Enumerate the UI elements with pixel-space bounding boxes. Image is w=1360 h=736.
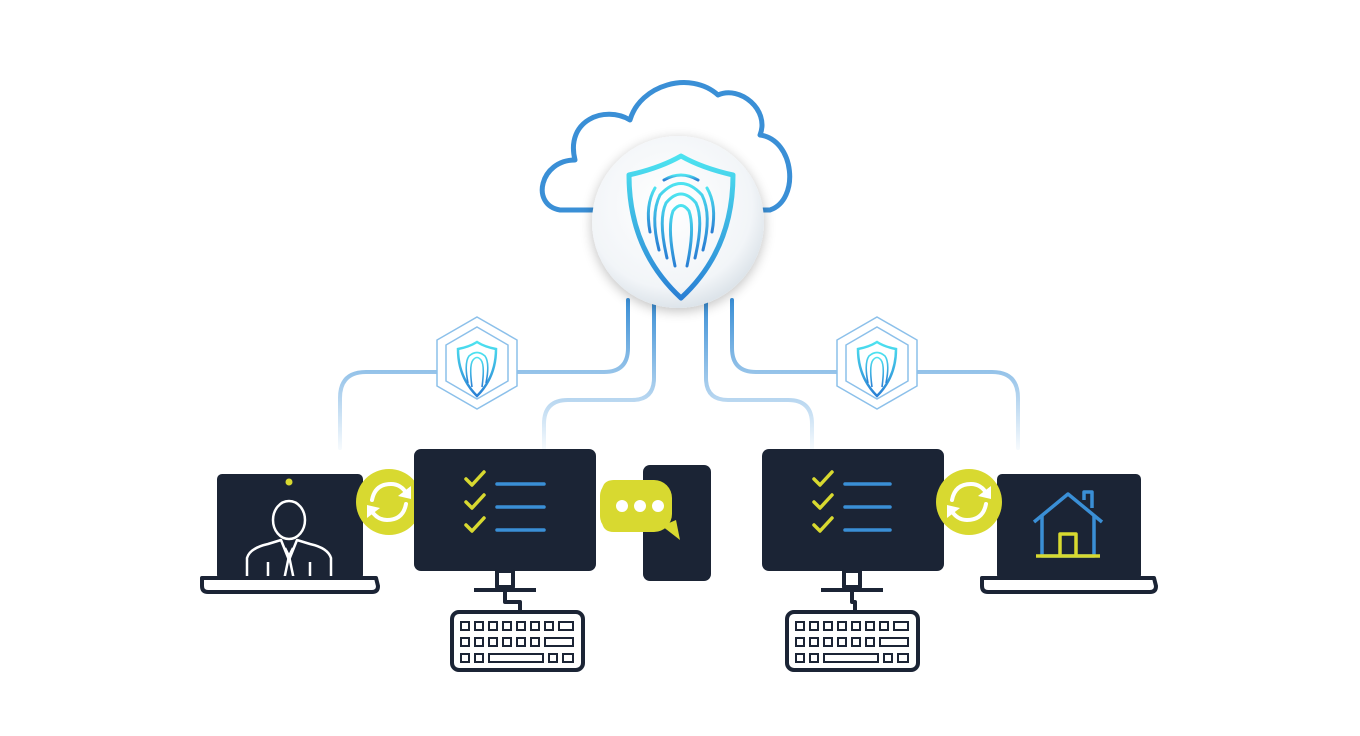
laptop-home <box>980 474 1158 594</box>
checklist-icon <box>464 470 546 533</box>
right-security-badge <box>836 316 918 410</box>
desktop-right <box>762 449 944 672</box>
left-security-badge <box>436 316 518 410</box>
chat-bubble-overlay <box>600 480 680 540</box>
fingerprint-shield-hexagon-icon <box>856 340 898 398</box>
central-security-orb <box>592 136 764 308</box>
laptop-user <box>200 474 380 594</box>
checklist-icon <box>812 470 892 533</box>
fingerprint-shield-icon <box>626 153 736 301</box>
sync-icon <box>356 469 422 535</box>
keyboard-icon <box>785 610 920 672</box>
sync-icon <box>936 469 1002 535</box>
line-to-desktop-right <box>704 298 814 450</box>
keyboard-icon <box>450 610 585 672</box>
desktop-left <box>414 449 596 672</box>
house-icon <box>1032 490 1104 558</box>
line-to-desktop-left <box>542 298 656 450</box>
fingerprint-shield-hexagon-icon <box>456 340 498 398</box>
webcam-dot <box>285 478 293 486</box>
